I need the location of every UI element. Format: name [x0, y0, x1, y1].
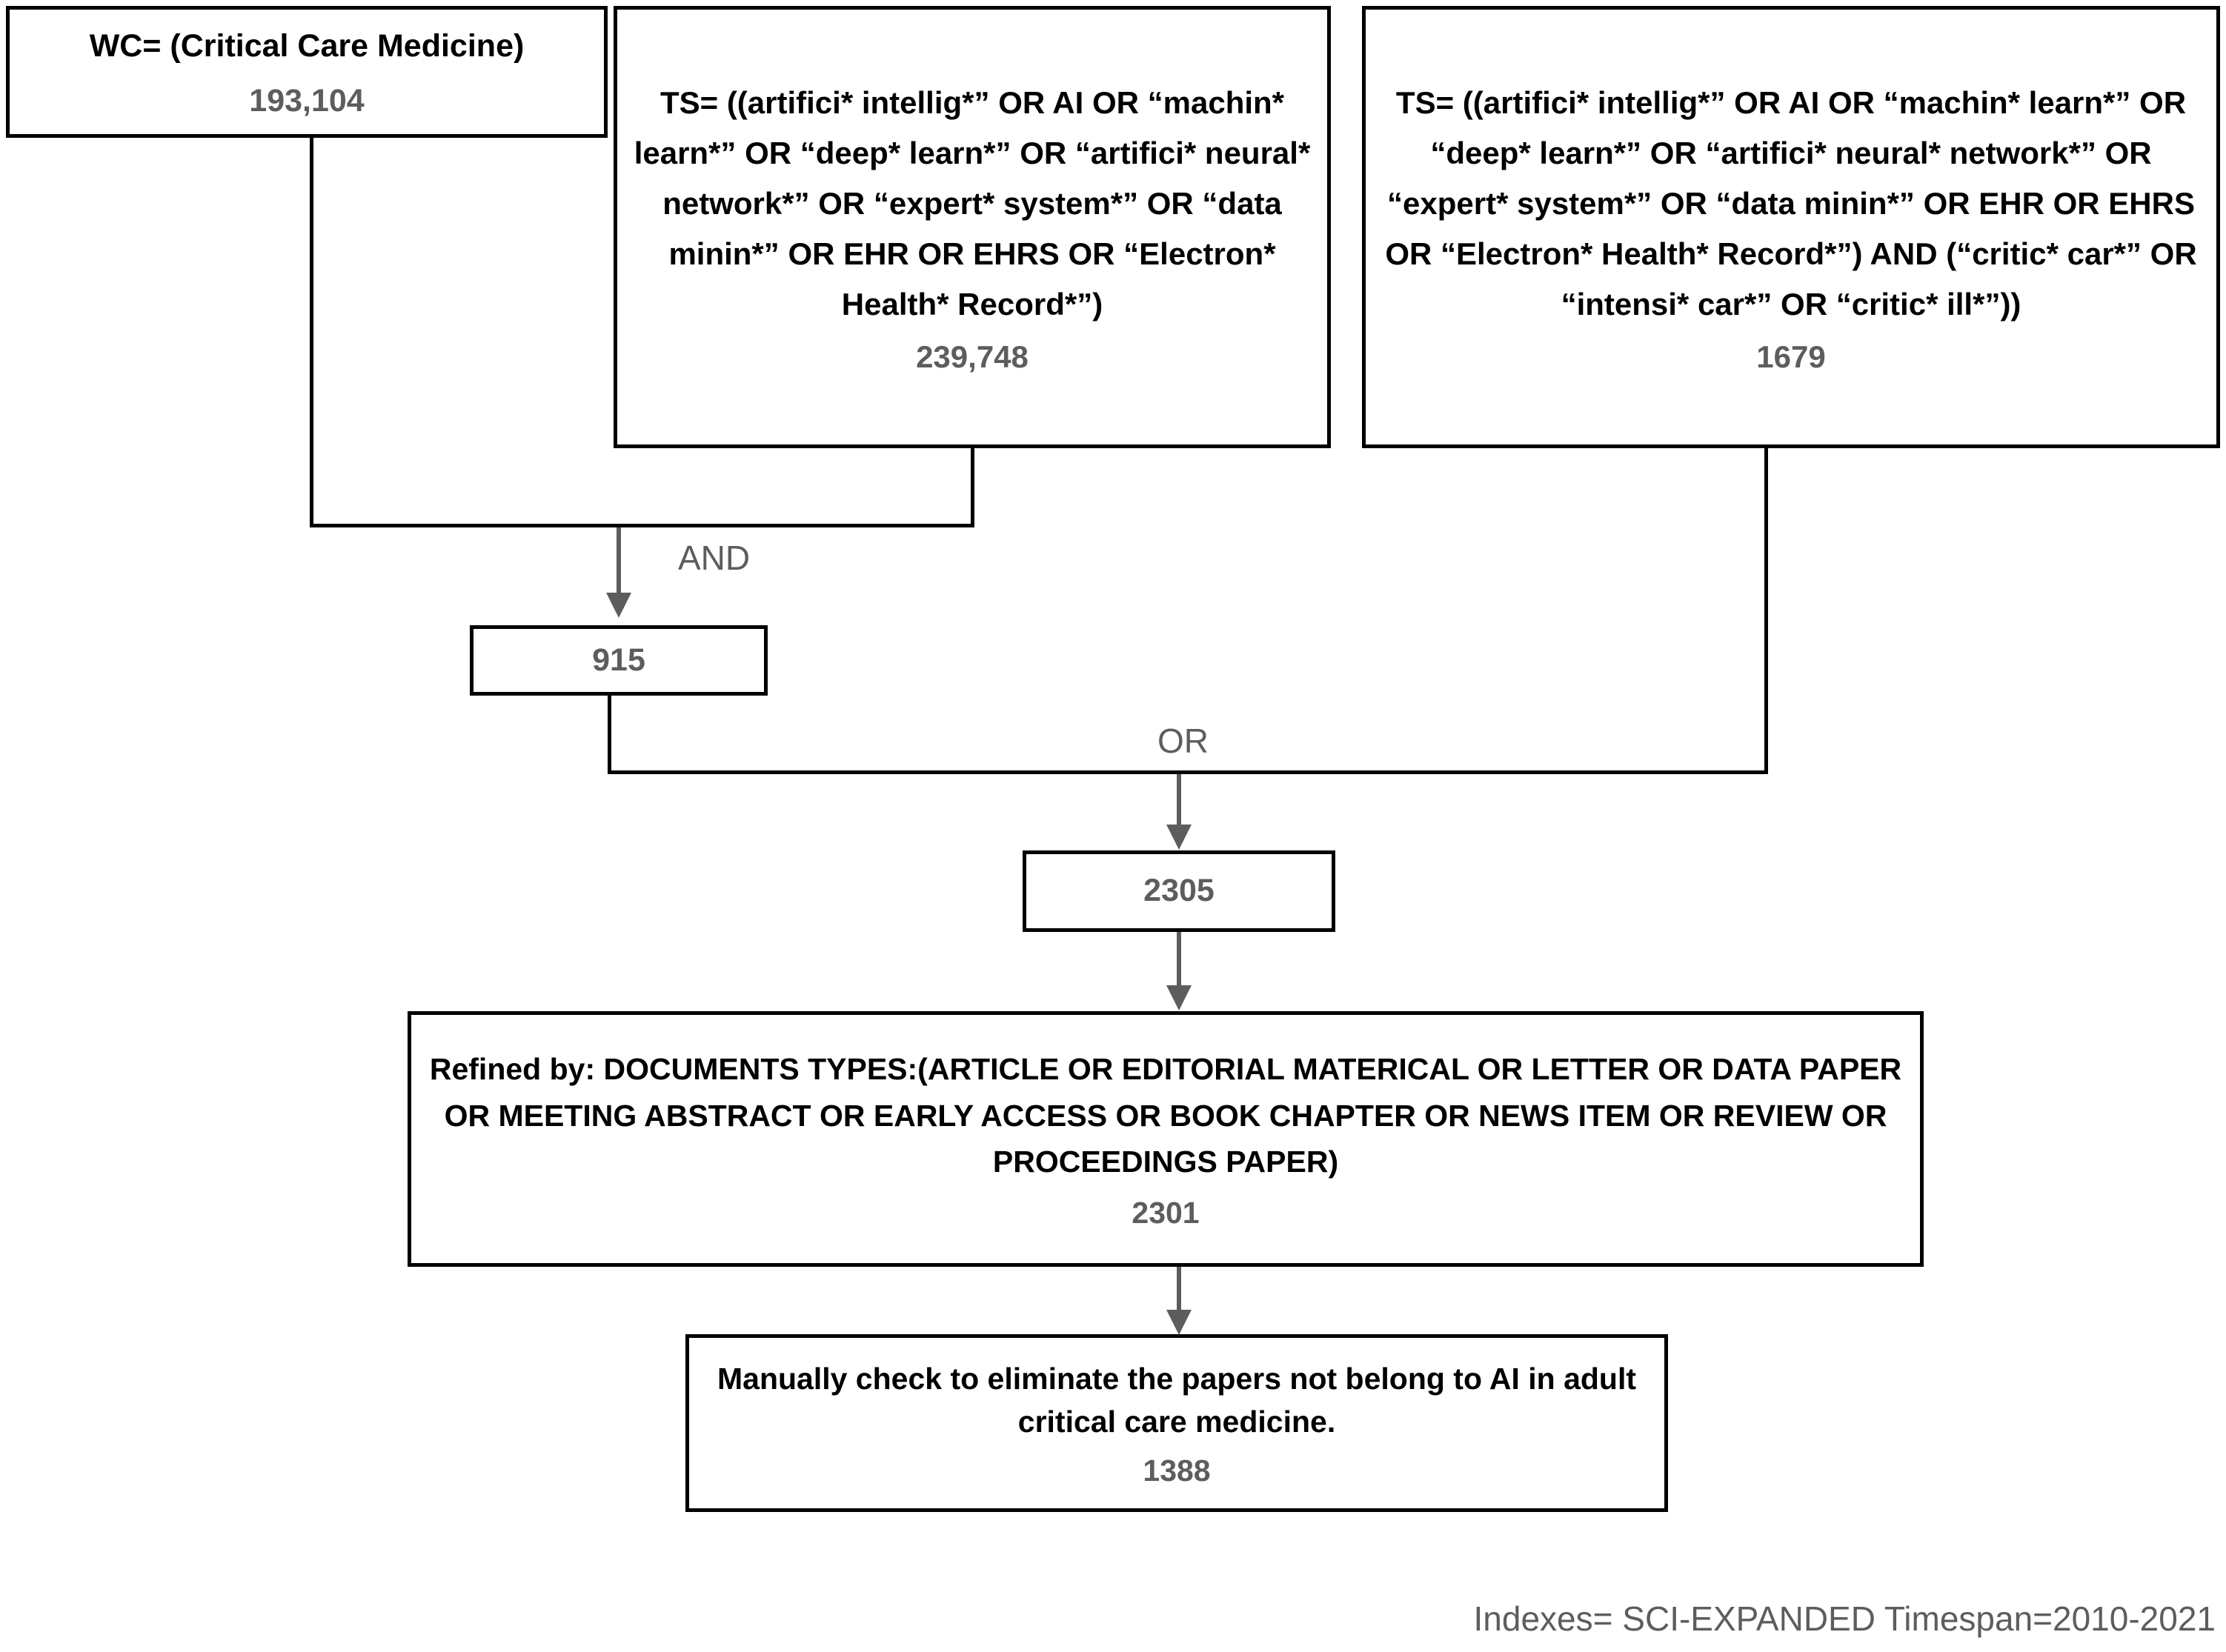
connector-or-arrow-shaft [1177, 774, 1181, 826]
node-or-result-count: 2305 [1143, 873, 1215, 909]
connector-915-vertical [608, 696, 611, 773]
manual-arrow-head-icon [1166, 1310, 1192, 1335]
node-refined-by-document-types: Refined by: DOCUMENTS TYPES:(ARTICLE OR … [408, 1011, 1924, 1267]
node-ts-cc-count: 1679 [1756, 339, 1826, 375]
refined-arrow-head-icon [1166, 985, 1192, 1010]
connector-wc-vertical [310, 138, 313, 527]
node-manual-screening: Manually check to eliminate the papers n… [685, 1334, 1668, 1512]
operator-label-and: AND [678, 539, 751, 577]
node-wc-count: 193,104 [249, 82, 365, 119]
node-and-result: 915 [470, 625, 768, 696]
or-arrow-head-icon [1166, 825, 1192, 850]
connector-and-arrow-shaft [617, 527, 621, 594]
node-refined-query: Refined by: DOCUMENTS TYPES:(ARTICLE OR … [429, 1052, 1902, 1179]
connector-2305-to-refined-shaft [1177, 932, 1181, 985]
connector-ts-cc-vertical [1764, 448, 1768, 774]
and-arrow-head-icon [606, 593, 631, 618]
connector-refined-to-manual-shaft [1177, 1267, 1181, 1310]
node-and-result-count: 915 [592, 642, 645, 678]
connector-ts-ai-vertical [971, 448, 974, 527]
node-or-result: 2305 [1023, 850, 1335, 932]
operator-label-or: OR [1157, 722, 1209, 760]
node-manual-query: Manually check to eliminate the papers n… [717, 1362, 1637, 1439]
node-refined-count: 2301 [1132, 1196, 1200, 1230]
node-ts-ai-query: TS= ((artifici* intellig*” OR AI OR “mac… [634, 85, 1311, 322]
node-ts-cc-query: TS= ((artifici* intellig*” OR AI OR “mac… [1385, 85, 2197, 322]
connector-or-join-bar [608, 770, 1768, 774]
node-ts-ai-count: 239,748 [916, 339, 1029, 375]
node-wc-critical-care-medicine: WC= (Critical Care Medicine) 193,104 [6, 6, 608, 138]
node-ts-ai-critical-care-query: TS= ((artifici* intellig*” OR AI OR “mac… [1362, 6, 2220, 448]
connector-and-join-bar [310, 524, 974, 527]
node-wc-query: WC= (Critical Care Medicine) [89, 27, 525, 64]
node-ts-ai-topic-query: TS= ((artifici* intellig*” OR AI OR “mac… [614, 6, 1331, 448]
footer-indexes-timespan: Indexes= SCI-EXPANDED Timespan=2010-2021 [1473, 1599, 2216, 1638]
node-manual-count: 1388 [1143, 1453, 1211, 1488]
